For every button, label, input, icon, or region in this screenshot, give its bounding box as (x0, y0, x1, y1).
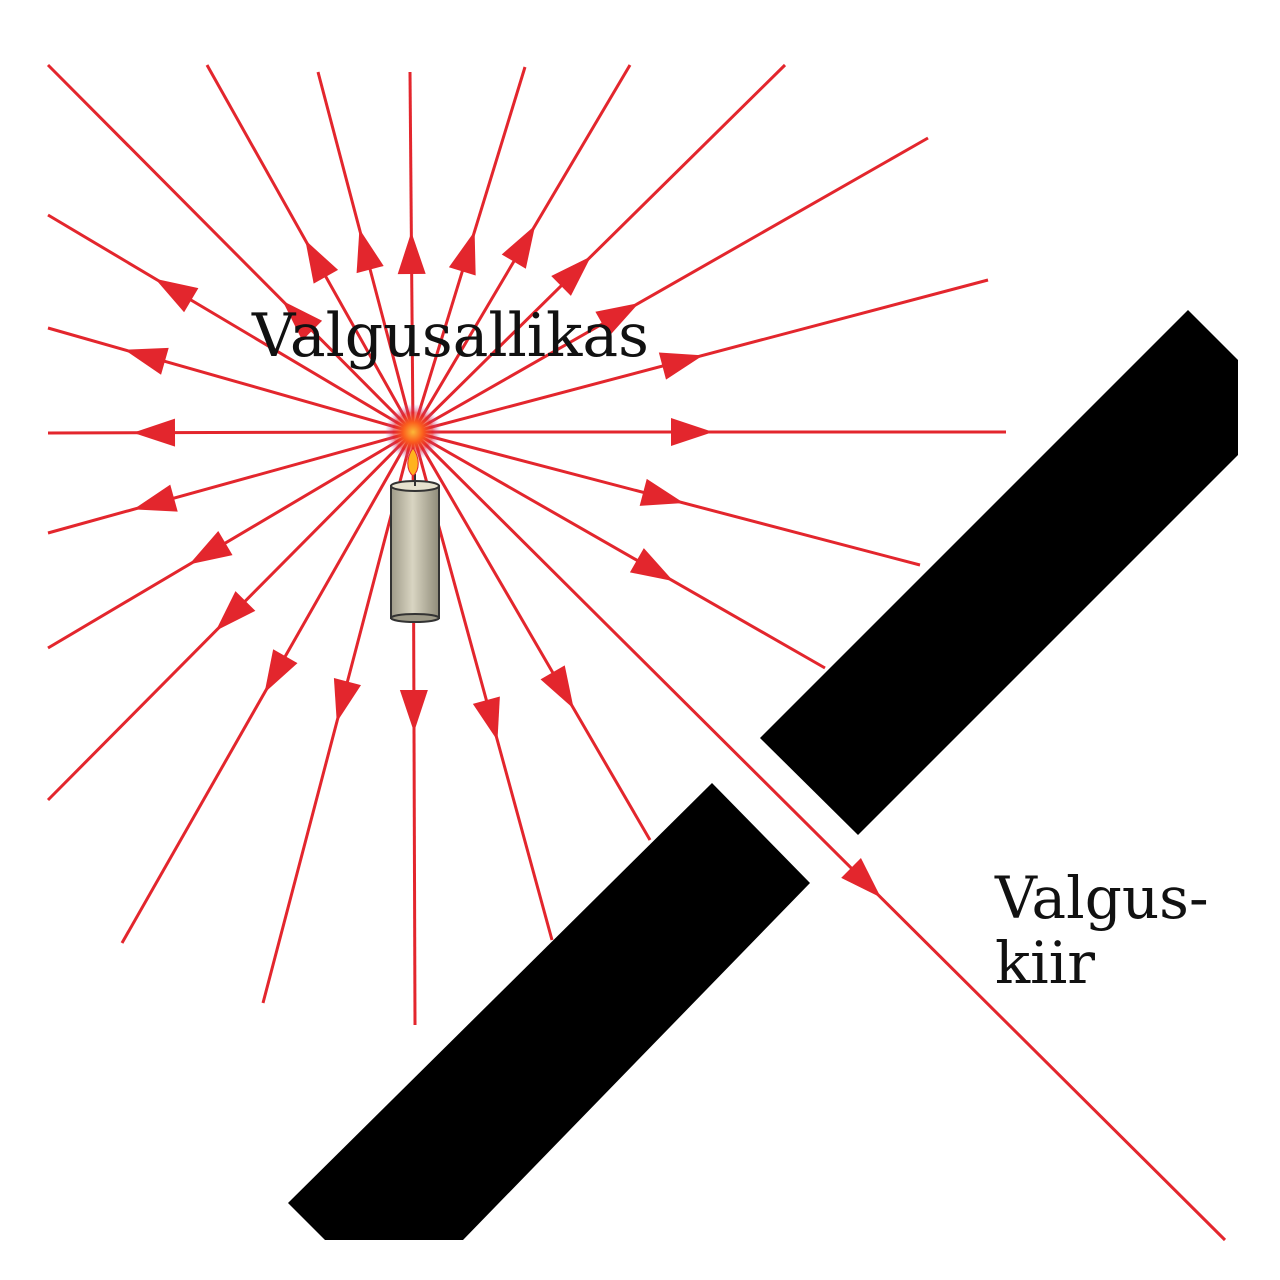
arrow-icon (215, 591, 256, 631)
light-ray (412, 430, 826, 670)
light-ray-arrow-icon (841, 857, 881, 898)
arrow-icon (501, 225, 536, 269)
light-ray (412, 136, 929, 434)
arrow-icon (397, 232, 426, 275)
arrow-icon (189, 530, 233, 565)
arrow-icon (472, 696, 500, 741)
light-ray-label: Valgus- kiir (995, 866, 1209, 996)
light-source-label: Valgusallikas (252, 301, 649, 371)
light-ray (47, 430, 414, 650)
arrow-icon (333, 677, 361, 723)
arrow-icon (282, 300, 323, 341)
arrow-icon (629, 548, 674, 582)
arrow-icon (671, 418, 713, 446)
light-ray (47, 430, 414, 535)
arrow-icon (639, 478, 684, 506)
light-ray (47, 213, 414, 434)
arrow-icon (540, 665, 574, 709)
screen-upper-block (760, 310, 1238, 835)
arrow-icon (399, 689, 428, 732)
arrow-icon (595, 303, 639, 337)
arrow-icon (551, 256, 591, 296)
arrow-icon (124, 347, 169, 375)
light-ray (47, 430, 414, 435)
light-ray (411, 431, 652, 841)
candle-icon (385, 404, 441, 623)
light-ray-label-line2: kiir (995, 928, 1095, 997)
light-ray (411, 430, 1227, 1242)
light-ray (46, 63, 415, 434)
light-ray (411, 63, 787, 434)
arrow-icon (155, 278, 199, 313)
light-ray-label-line1: Valgus- (995, 864, 1209, 932)
screen-lower-block (288, 783, 810, 1240)
light-ray (47, 326, 414, 434)
flame-icon (407, 447, 419, 477)
arrow-icon (133, 484, 178, 512)
arrow-icon (658, 352, 704, 380)
arrow-icon (356, 228, 384, 274)
arrow-icon (448, 231, 476, 276)
arrow-icon (264, 649, 298, 693)
light-rays (46, 63, 1227, 1242)
arrow-icon (305, 240, 339, 284)
arrow-icon (133, 418, 176, 447)
